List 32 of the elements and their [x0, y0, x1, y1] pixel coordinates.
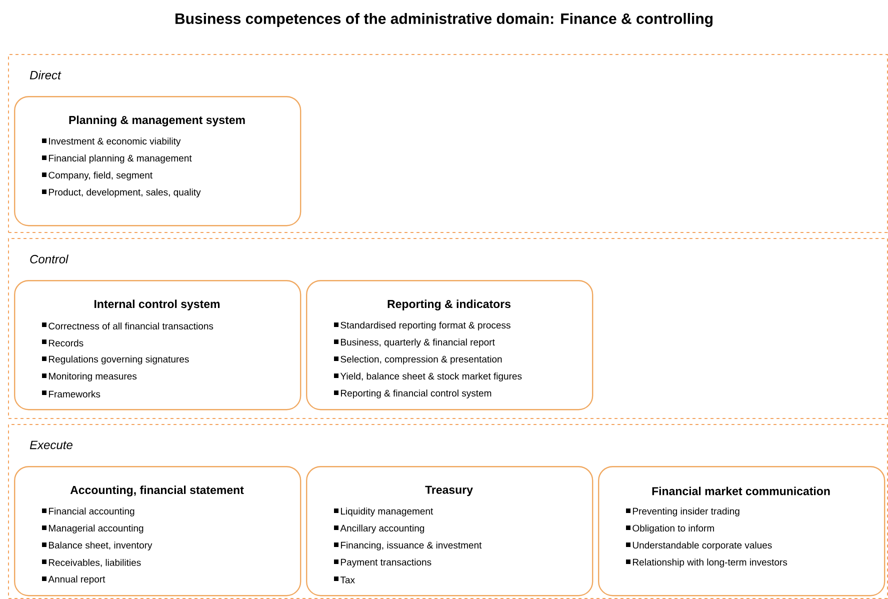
- bullet-item: Relationship with long-term investors: [626, 558, 788, 568]
- bullet-item: Records: [42, 340, 84, 346]
- band-label: Direct: [30, 70, 62, 80]
- bullet-item: Preventing insider trading: [626, 508, 740, 516]
- bullet-item: Selection, compression & presentation: [334, 356, 502, 364]
- band-label: Control: [30, 254, 68, 264]
- bullet-item: Standardised reporting format & process: [334, 322, 510, 330]
- bullet-item: Ancillary accounting: [334, 524, 424, 534]
- bullet-item: Business, quarterly & financial report: [334, 338, 495, 348]
- bullet-item: Company, field, segment: [42, 172, 152, 180]
- bullet-item: Annual report: [42, 576, 106, 584]
- bullet-item: Correctness of all financial transactions: [42, 322, 214, 330]
- bullet-item: Understandable corporate values: [626, 542, 772, 550]
- bullet-item: Product, development, sales, quality: [42, 188, 201, 198]
- bullet-item: Liquidity management: [334, 508, 434, 516]
- title: Business competences of the administrative domain: Finance & controlling: [176, 12, 712, 28]
- bullet-item: Tax: [334, 576, 355, 584]
- bullet-item: Receivables, liabilities: [42, 558, 141, 568]
- bullet-item: Investment & economic viability: [42, 138, 181, 146]
- bullet-item: Obligation to inform: [626, 524, 714, 534]
- bullet-item: Regulations governing signatures: [42, 356, 189, 364]
- bullet-item: Monitoring measures: [42, 372, 137, 382]
- bullet-item: Financing, issuance & investment: [334, 542, 482, 550]
- bullet-item: Reporting & financial control system: [334, 390, 492, 398]
- bullet-item: Yield, balance sheet & stock market figures: [334, 372, 522, 382]
- bullet-item: Financial accounting: [42, 508, 134, 516]
- bullet-item: Balance sheet, inventory: [42, 542, 152, 550]
- bullet-item: Payment transactions: [334, 558, 432, 568]
- band-label: Execute: [30, 440, 72, 450]
- bullet-item: Frameworks: [42, 390, 100, 398]
- bullet-item: Financial planning & management: [42, 154, 192, 164]
- bullet-item: Managerial accounting: [42, 524, 144, 534]
